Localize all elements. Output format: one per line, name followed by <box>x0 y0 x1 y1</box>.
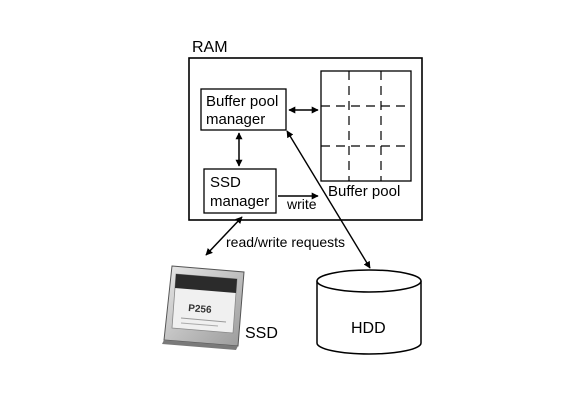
ssd-request-arrow <box>205 216 243 256</box>
ssd-brand-text: P256 <box>188 303 213 316</box>
ssd-manager-label-line1: SSD <box>210 174 241 191</box>
buffer-pool-grid <box>320 70 412 182</box>
hdd-cylinder <box>316 269 422 355</box>
ssd-label: SSD <box>245 325 278 342</box>
hdd-label: HDD <box>351 320 386 337</box>
buffer-pool-manager-label-line2: manager <box>206 111 265 128</box>
ram-label: RAM <box>192 39 228 56</box>
buffer-pool-manager-label-line1: Buffer pool <box>206 93 278 110</box>
requests-label: read/write requests <box>226 234 345 250</box>
write-label: write <box>286 196 317 212</box>
buffer-pool-label: Buffer pool <box>328 183 400 200</box>
ssd-drive-icon: P256 <box>162 265 245 350</box>
buffer-pool-manager-box <box>200 88 287 131</box>
hdd-request-arrow <box>286 130 371 269</box>
ssd-manager-box <box>203 168 277 214</box>
ssd-manager-label-line2: manager <box>210 193 269 210</box>
